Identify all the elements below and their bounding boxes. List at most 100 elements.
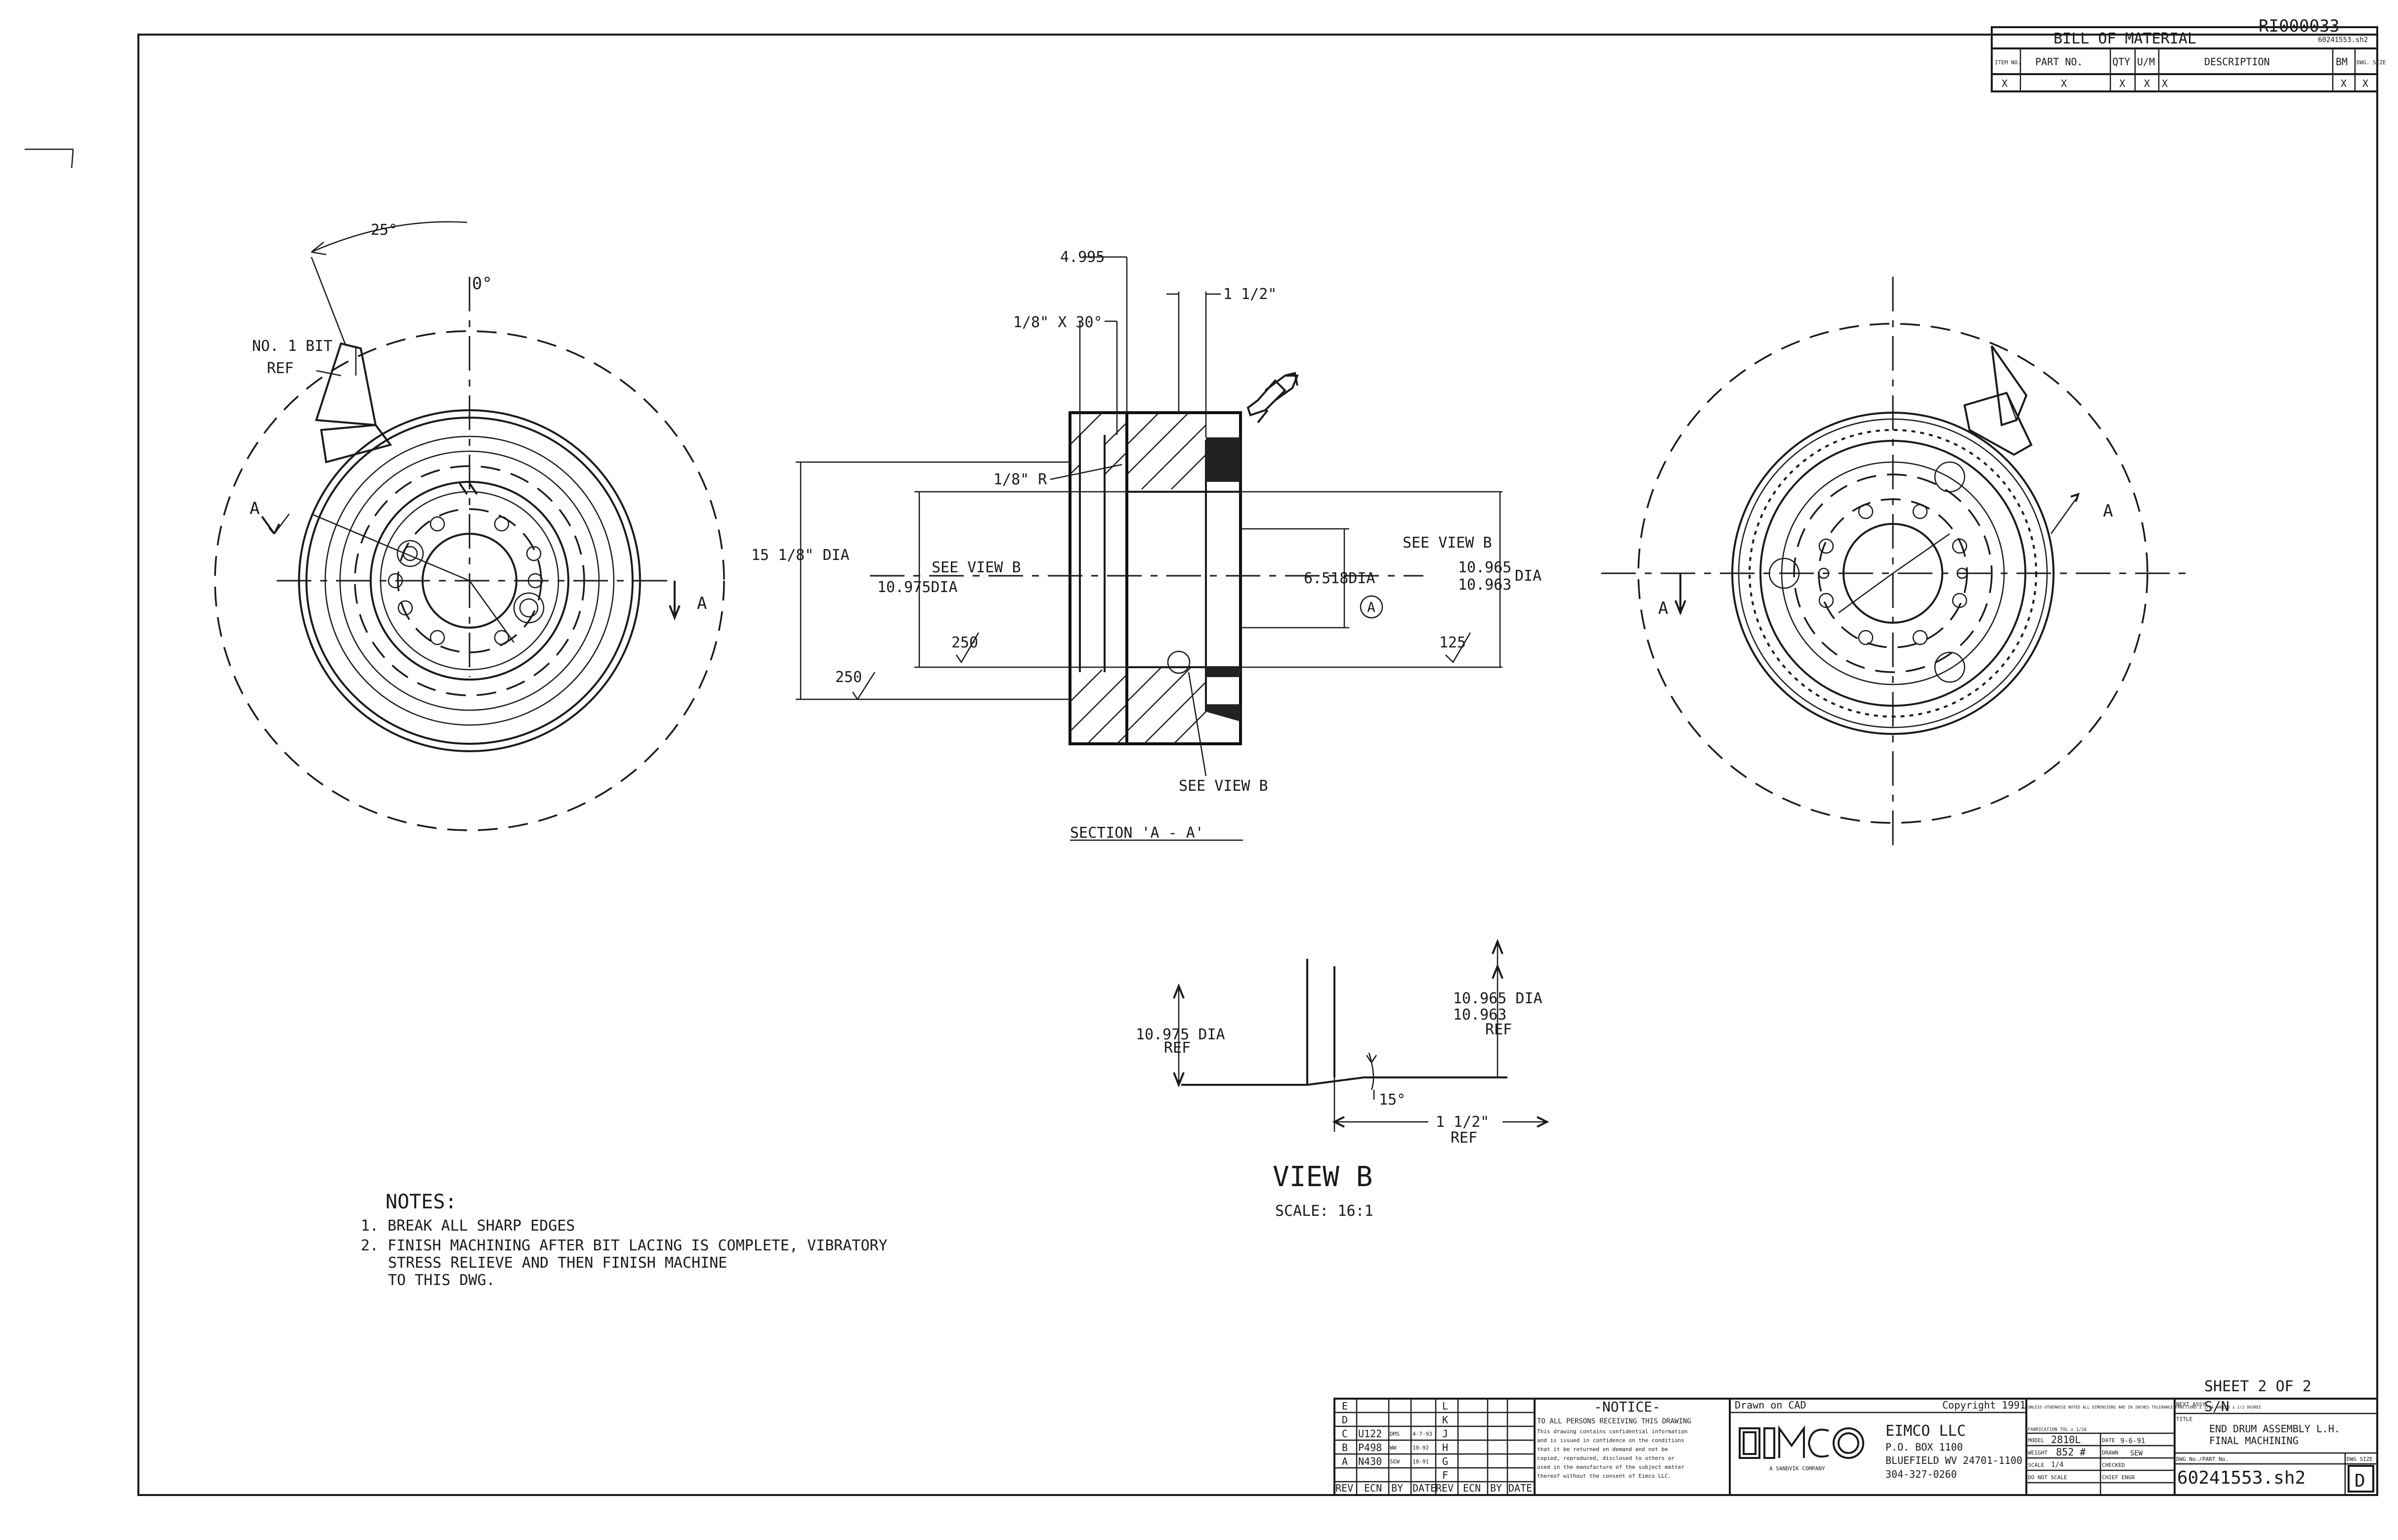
dim-right-dia-1: 10.965 bbox=[1458, 559, 1511, 576]
rev-by-c: DMS bbox=[1390, 1431, 1400, 1437]
no-scale: DO NOT SCALE bbox=[2028, 1474, 2067, 1481]
vb-scale: SCALE: 16:1 bbox=[1275, 1202, 1373, 1220]
model-label: MODEL bbox=[2028, 1437, 2044, 1444]
bom-header-desc: DESCRIPTION bbox=[2204, 56, 2270, 68]
rev-letter-a: A bbox=[1342, 1455, 1348, 1467]
notice-title: -NOTICE- bbox=[1594, 1399, 1661, 1415]
bom-header-dwg: DWG. SIZE bbox=[2356, 59, 2386, 66]
scale-value: 1/4 bbox=[2051, 1461, 2063, 1469]
finish-125: 125 bbox=[1439, 634, 1466, 651]
vb-right-ref: REF bbox=[1485, 1021, 1512, 1038]
rev-header-rev: REV bbox=[1335, 1482, 1353, 1494]
rev-header-by-2: BY bbox=[1490, 1482, 1502, 1494]
notice-block: -NOTICE- TO ALL PERSONS RECEIVING THIS D… bbox=[1537, 1399, 1691, 1479]
notice-line-6: used in the manufacture of the subject m… bbox=[1537, 1464, 1684, 1470]
logo-sub: A SANDVIK COMPANY bbox=[1769, 1465, 1825, 1472]
rev-header-date: DATE bbox=[1413, 1482, 1436, 1494]
company-phone: 304-327-0260 bbox=[1885, 1468, 1957, 1480]
notice-line-3: and is issued in confidence on the condi… bbox=[1537, 1437, 1684, 1444]
rev-letter-b: B bbox=[1342, 1442, 1348, 1454]
bit-ref-label: NO. 1 BIT bbox=[252, 338, 333, 355]
date-value: 9-6-91 bbox=[2120, 1437, 2145, 1445]
vb-right-dia-2: 10.963 bbox=[1453, 1006, 1506, 1024]
rev-date-b: 10-92 bbox=[1413, 1445, 1429, 1451]
rev-by-b: WW bbox=[1390, 1445, 1397, 1451]
fabrication-tol: FABRICATION TOL ± 1/16 bbox=[2028, 1427, 2087, 1432]
section-mark-a-top-right: A bbox=[2103, 501, 2113, 521]
drawn-value: SEW bbox=[2130, 1450, 2143, 1457]
eimco-logo: A SANDVIK COMPANY bbox=[1739, 1425, 1864, 1472]
finish-250-b: 250 bbox=[835, 669, 862, 686]
checked-label: CHECKED bbox=[2102, 1462, 2125, 1468]
section-mark-a-right: A bbox=[697, 594, 707, 613]
section-a-a-view: 4.995 1 1/2" 1/8" X 30° 1/8" R 15 1/8" D… bbox=[751, 249, 1542, 842]
drawing-title-1: END DRUM ASSEMBLY L.H. bbox=[2209, 1423, 2340, 1435]
rev-letter-d: D bbox=[1342, 1414, 1348, 1426]
dwg-no-label: DWG No./PART No. bbox=[2176, 1456, 2228, 1462]
dim-od-dia: 15 1/8" DIA bbox=[751, 547, 850, 564]
datum-a: A bbox=[1367, 599, 1375, 615]
drawing-title-2: FINAL MACHINING bbox=[2209, 1435, 2299, 1447]
bom-cell-bm: X bbox=[2341, 78, 2347, 89]
notice-line-5: copied, reproduced, disclosed to others … bbox=[1537, 1455, 1675, 1461]
dim-4995: 4.995 bbox=[1060, 249, 1105, 266]
date-label: DATE bbox=[2102, 1437, 2115, 1444]
drawn-label: DRAWN bbox=[2102, 1450, 2118, 1456]
dim-chamfer: 1/8" X 30° bbox=[1013, 314, 1103, 331]
dim-6518: 6.518DIA bbox=[1304, 570, 1375, 587]
revision-table: E D C B A U122 DMS 4-7-93 P498 WW 10-92 … bbox=[1334, 1399, 1536, 1495]
tolerance-note: UNLESS OTHERWISE NOTED ALL DIMENSIONS AR… bbox=[2028, 1405, 2261, 1410]
rev-ecn-c: U122 bbox=[1358, 1428, 1382, 1440]
title-block: SHEET 2 OF 2 E D C B A U122 DMS 4-7-93 bbox=[1333, 1378, 2378, 1496]
section-mark-a-top: A bbox=[250, 499, 259, 518]
note-2a: 2. FINISH MACHINING AFTER BIT LACING IS … bbox=[361, 1237, 888, 1254]
notice-line-4: that it be returned on demand and not be bbox=[1537, 1446, 1668, 1453]
bom-cell-item: X bbox=[2002, 78, 2008, 89]
angle-25: 25° bbox=[371, 221, 397, 239]
bom-header-qty: QTY bbox=[2112, 56, 2130, 68]
rev-header-date-2: DATE bbox=[1508, 1482, 1532, 1494]
finish-250-a: 250 bbox=[951, 634, 978, 651]
bom-cell-part: X bbox=[2061, 78, 2067, 89]
section-title: SECTION 'A - A' bbox=[1070, 824, 1204, 842]
weight-label: WEIGHT bbox=[2028, 1450, 2048, 1456]
dwg-no: 60241553.sh2 bbox=[2177, 1468, 2306, 1488]
rev-letter-l: L bbox=[1442, 1400, 1448, 1412]
rev-ecn-a: N430 bbox=[1358, 1455, 1382, 1467]
rev-letter-f: F bbox=[1442, 1469, 1448, 1481]
title-label: TITLE bbox=[2176, 1416, 2192, 1422]
bom-title: BILL OF MATERIAL bbox=[2054, 30, 2196, 47]
bom-cell-um: X bbox=[2144, 78, 2150, 89]
rev-date-c: 4-7-93 bbox=[1413, 1431, 1432, 1437]
bom-header-bm: BM bbox=[2336, 56, 2348, 68]
angle-0: 0° bbox=[472, 274, 492, 294]
dim-left-dia: 10.975DIA bbox=[877, 579, 958, 596]
see-view-b-right: SEE VIEW B bbox=[1403, 534, 1492, 552]
rev-header-ecn: ECN bbox=[1364, 1482, 1382, 1494]
vb-length: 1 1/2" bbox=[1436, 1113, 1489, 1131]
see-view-b-bottom: SEE VIEW B bbox=[1179, 777, 1268, 795]
vb-angle: 15° bbox=[1379, 1091, 1406, 1109]
rev-letter-j: J bbox=[1442, 1428, 1448, 1440]
bom-header-item: ITEM NO. bbox=[1995, 59, 2021, 66]
dwg-size: D bbox=[2355, 1471, 2365, 1491]
bom-cell-dwg: X bbox=[2362, 78, 2368, 89]
company-name: EIMCO LLC bbox=[1885, 1422, 1966, 1440]
weight-value: 852 # bbox=[2056, 1446, 2086, 1458]
sheet-count: SHEET 2 OF 2 bbox=[2204, 1378, 2312, 1395]
vb-right-dia-1: 10.965 DIA bbox=[1453, 990, 1542, 1007]
bom-cell-qty: X bbox=[2119, 78, 2125, 89]
copyright: Copyright 1991 bbox=[1942, 1399, 2026, 1411]
bom-cell-desc: X bbox=[2162, 78, 2168, 89]
bom-sheet-ref: 60241553.sh2 bbox=[2318, 36, 2368, 44]
view-b-detail: 10.975 DIA REF 10.965 DIA 10.963 REF 15°… bbox=[1136, 939, 1549, 1220]
vb-title: VIEW B bbox=[1273, 1161, 1372, 1193]
rev-letter-e: E bbox=[1342, 1400, 1348, 1412]
vb-left-dia: 10.975 DIA bbox=[1136, 1026, 1225, 1043]
rev-ecn-b: P498 bbox=[1358, 1442, 1382, 1454]
size-label: DWG SIZE bbox=[2347, 1456, 2373, 1462]
right-end-view: A A bbox=[1601, 277, 2189, 850]
rev-letter-h: H bbox=[1442, 1442, 1448, 1454]
bom-header-um: U/M bbox=[2137, 56, 2155, 68]
